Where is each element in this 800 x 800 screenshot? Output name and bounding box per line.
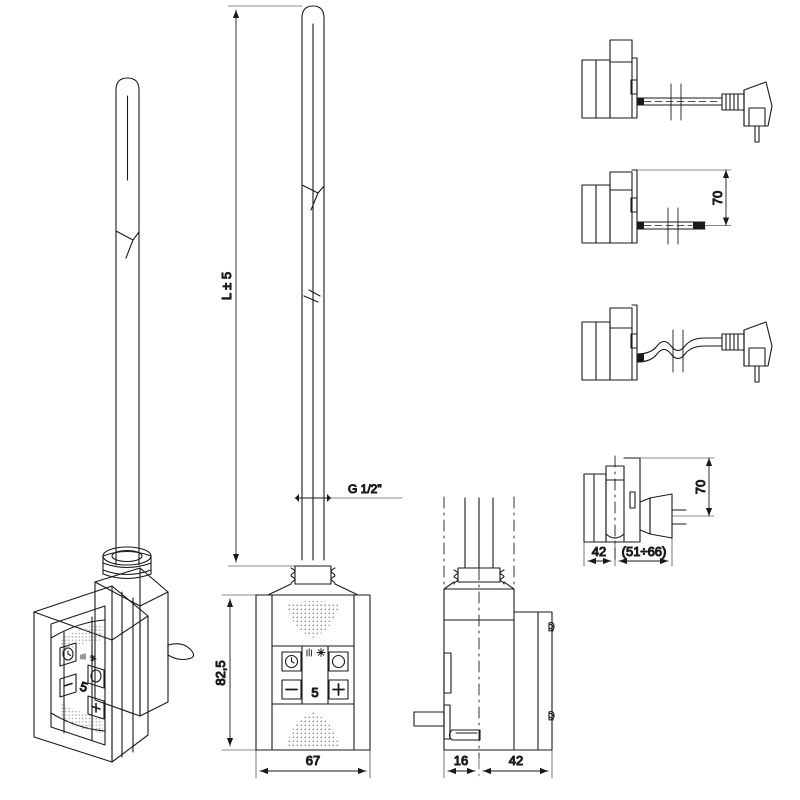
variant4-dims-bottom: 42 (51÷66) (583, 537, 673, 567)
variant-wavy-cable-plug (581, 304, 773, 383)
side-centerlines (443, 496, 515, 759)
iso-timer-button[interactable] (59, 642, 77, 667)
dim-width-front: 67 (306, 753, 320, 768)
variant4-dim-70: 70 (639, 457, 715, 517)
side-threaded-collar (443, 567, 515, 590)
dimension-82-5: 82,5 (212, 594, 257, 751)
front-plus-button[interactable] (328, 679, 349, 700)
front-heating-tube (301, 5, 325, 561)
variant1-cable (636, 83, 723, 121)
variant-straight-cable-no-plug: 70 (581, 169, 732, 245)
side-body (443, 588, 553, 751)
dim-cover-width: 42 (592, 544, 606, 559)
iso-speaker-grille-top (61, 624, 103, 653)
front-minus-button[interactable] (281, 679, 302, 700)
dimension-67: 67 (255, 749, 371, 779)
front-view: 5 (255, 5, 371, 751)
front-speaker-grille-top (287, 601, 339, 638)
iso-speaker-grille-bottom (61, 703, 103, 733)
front-head-body (255, 594, 371, 751)
dimension-L: L ± 5 (218, 5, 303, 567)
variant-straight-cable-plug (581, 39, 773, 143)
isometric-view: 5 (33, 77, 195, 763)
dim-depth-body: 42 (509, 753, 523, 768)
variant3-plug (721, 321, 773, 383)
variant-masking-cover: 70 42 (51÷66) (583, 455, 715, 567)
dim-length-overall: L ± 5 (219, 272, 234, 300)
dim-height-head: 82,5 (213, 660, 228, 685)
front-display-value: 5 (311, 685, 318, 700)
dim-cover-range: (51÷66) (622, 544, 667, 559)
variant2-dim-70: 70 (636, 169, 732, 226)
front-speaker-grille-bottom (287, 712, 339, 749)
iso-minus-button[interactable] (59, 673, 77, 698)
front-power-button[interactable] (328, 651, 349, 672)
iso-display-value: 5 (78, 679, 90, 696)
variant1-plug (721, 81, 773, 143)
dim-depth-offset: 16 (454, 753, 468, 768)
iso-indicator-marks (80, 653, 97, 662)
dim-thread-label: G 1/2" (348, 482, 382, 496)
dim-70-a: 70 (693, 480, 708, 494)
front-indicator-marks (306, 648, 326, 657)
iso-power-button[interactable] (87, 664, 105, 689)
dim-70-b: 70 (710, 191, 725, 205)
side-connector-tab (413, 652, 481, 741)
iso-plus-button[interactable] (87, 695, 105, 720)
iso-side-connector (167, 643, 195, 664)
side-view (413, 496, 555, 759)
variant3-wavy-cable (636, 329, 723, 373)
variant2-cable (636, 207, 706, 245)
side-mount-clips (548, 621, 555, 721)
iso-threaded-collar (102, 546, 152, 580)
iso-heating-rod (115, 77, 140, 566)
iso-body (94, 567, 169, 717)
dimension-thread: G 1/2" (294, 481, 403, 502)
iso-control-housing (33, 585, 149, 763)
front-timer-button[interactable] (281, 651, 302, 672)
dimension-16-42: 16 42 (443, 749, 553, 779)
front-threaded-collar (267, 565, 359, 596)
